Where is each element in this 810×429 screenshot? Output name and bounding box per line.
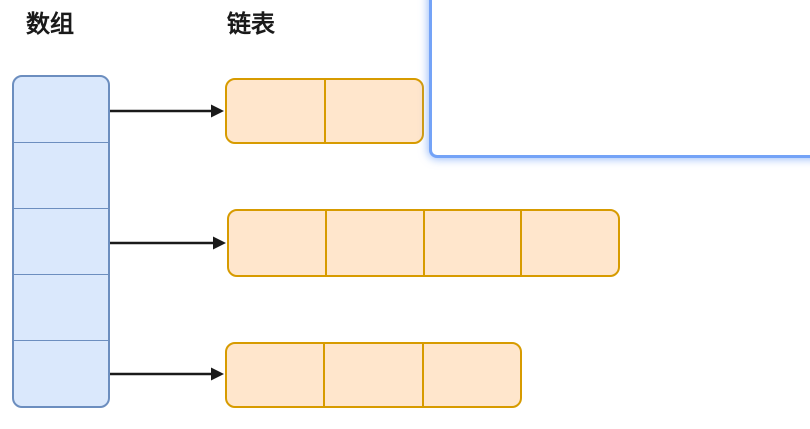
array-cell [14,142,108,208]
overlay-panel [429,0,810,158]
list-node-cell [421,344,520,406]
array-cell [14,208,108,274]
linked-list-row-0 [225,78,424,144]
list-node-cell [227,80,324,142]
arrow-bucket-0 [110,104,224,118]
list-node-cell [229,211,325,275]
array-cell [14,77,108,142]
list-node-cell [227,344,323,406]
array-label: 数组 [26,10,74,38]
array-cell [14,340,108,406]
linked-list-row-2 [225,342,522,408]
list-node-cell [323,80,423,142]
linked-list-label: 链表 [227,10,275,38]
arrow-bucket-4 [110,367,224,381]
linked-list-row-1 [227,209,620,277]
list-node-cell [324,211,423,275]
list-node-cell [520,211,618,275]
array-box [12,75,110,408]
array-cell [14,274,108,340]
arrow-bucket-2 [110,236,226,250]
list-node-cell [422,211,521,275]
list-node-cell [323,344,421,406]
